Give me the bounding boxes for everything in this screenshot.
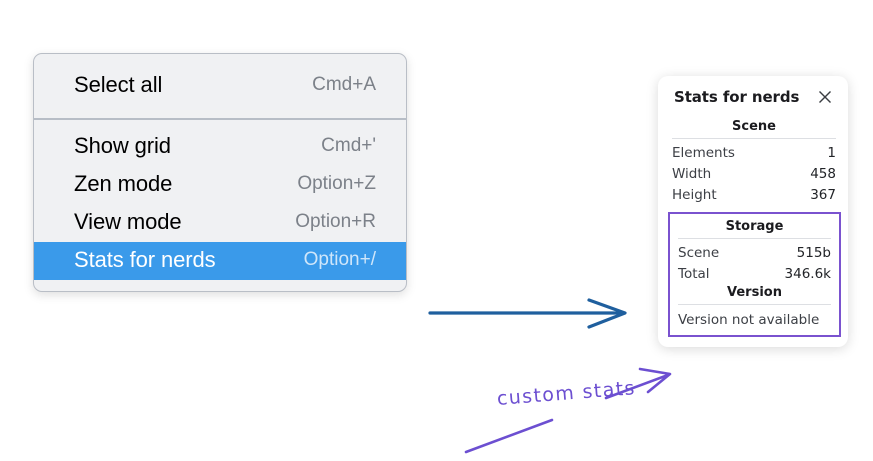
- menu-item-view-mode[interactable]: View mode Option+R: [34, 204, 406, 242]
- stat-key: Height: [672, 186, 717, 203]
- stat-value: 367: [810, 186, 836, 203]
- stat-key: Total: [678, 265, 710, 282]
- menu-item-shortcut: Option+R: [295, 211, 376, 232]
- stat-row-height: Height 367: [672, 184, 836, 205]
- version-section-heading: Version: [727, 285, 782, 300]
- menu-item-label: Stats for nerds: [74, 247, 216, 272]
- context-menu[interactable]: Select all Cmd+A Show grid Cmd+' Zen mod…: [33, 53, 407, 292]
- menu-item-shortcut: Cmd+': [321, 135, 376, 156]
- stat-row-storage-total: Total 346.6k: [678, 263, 831, 284]
- stat-key: Width: [672, 165, 712, 182]
- purple-underline-annotation: [464, 418, 554, 454]
- close-icon[interactable]: [816, 88, 834, 106]
- stat-row-width: Width 458: [672, 163, 836, 184]
- stat-value: 1: [827, 144, 836, 161]
- storage-section: Storage Scene 515b Total 346.6k: [670, 218, 839, 284]
- menu-item-label: View mode: [74, 209, 182, 234]
- stat-key: Elements: [672, 144, 735, 161]
- version-section: Version Version not available: [670, 284, 839, 329]
- version-value: Version not available: [678, 312, 820, 328]
- stat-value: 458: [810, 165, 836, 182]
- menu-item-show-grid[interactable]: Show grid Cmd+': [34, 128, 406, 166]
- stats-panel-header: Stats for nerds: [658, 88, 848, 106]
- stats-for-nerds-panel: Stats for nerds Scene Elements 1 Width 4…: [658, 76, 848, 347]
- menu-item-label: Select all: [74, 72, 163, 97]
- scene-section: Scene Elements 1 Width 458 Height 367: [658, 118, 848, 205]
- stats-panel-title: Stats for nerds: [674, 88, 800, 106]
- menu-item-shortcut: Option+/: [303, 249, 376, 270]
- custom-stats-annotation-label: custom stats: [496, 377, 637, 410]
- menu-group-2: Show grid Cmd+' Zen mode Option+Z View m…: [34, 120, 406, 291]
- stat-row-elements: Elements 1: [672, 142, 836, 163]
- storage-section-heading: Storage: [725, 219, 784, 234]
- divider: [678, 238, 831, 239]
- menu-item-label: Show grid: [74, 133, 171, 158]
- menu-item-zen-mode[interactable]: Zen mode Option+Z: [34, 166, 406, 204]
- blue-arrow-annotation: [428, 298, 627, 329]
- menu-item-select-all[interactable]: Select all Cmd+A: [34, 67, 406, 105]
- menu-separator: [34, 118, 406, 120]
- stat-value: 515b: [796, 244, 831, 261]
- menu-item-shortcut: Cmd+A: [312, 74, 376, 95]
- scene-section-heading: Scene: [732, 119, 776, 134]
- custom-stats-section: Storage Scene 515b Total 346.6k Version …: [668, 212, 841, 337]
- menu-item-shortcut: Option+Z: [297, 173, 376, 194]
- divider: [672, 138, 836, 139]
- divider: [678, 304, 831, 305]
- stat-row-storage-scene: Scene 515b: [678, 242, 831, 263]
- stat-value: 346.6k: [784, 265, 831, 282]
- menu-item-label: Zen mode: [74, 171, 173, 196]
- menu-item-stats-for-nerds[interactable]: Stats for nerds Option+/: [34, 242, 406, 280]
- menu-group-1: Select all Cmd+A: [34, 54, 406, 118]
- stat-key: Scene: [678, 244, 720, 261]
